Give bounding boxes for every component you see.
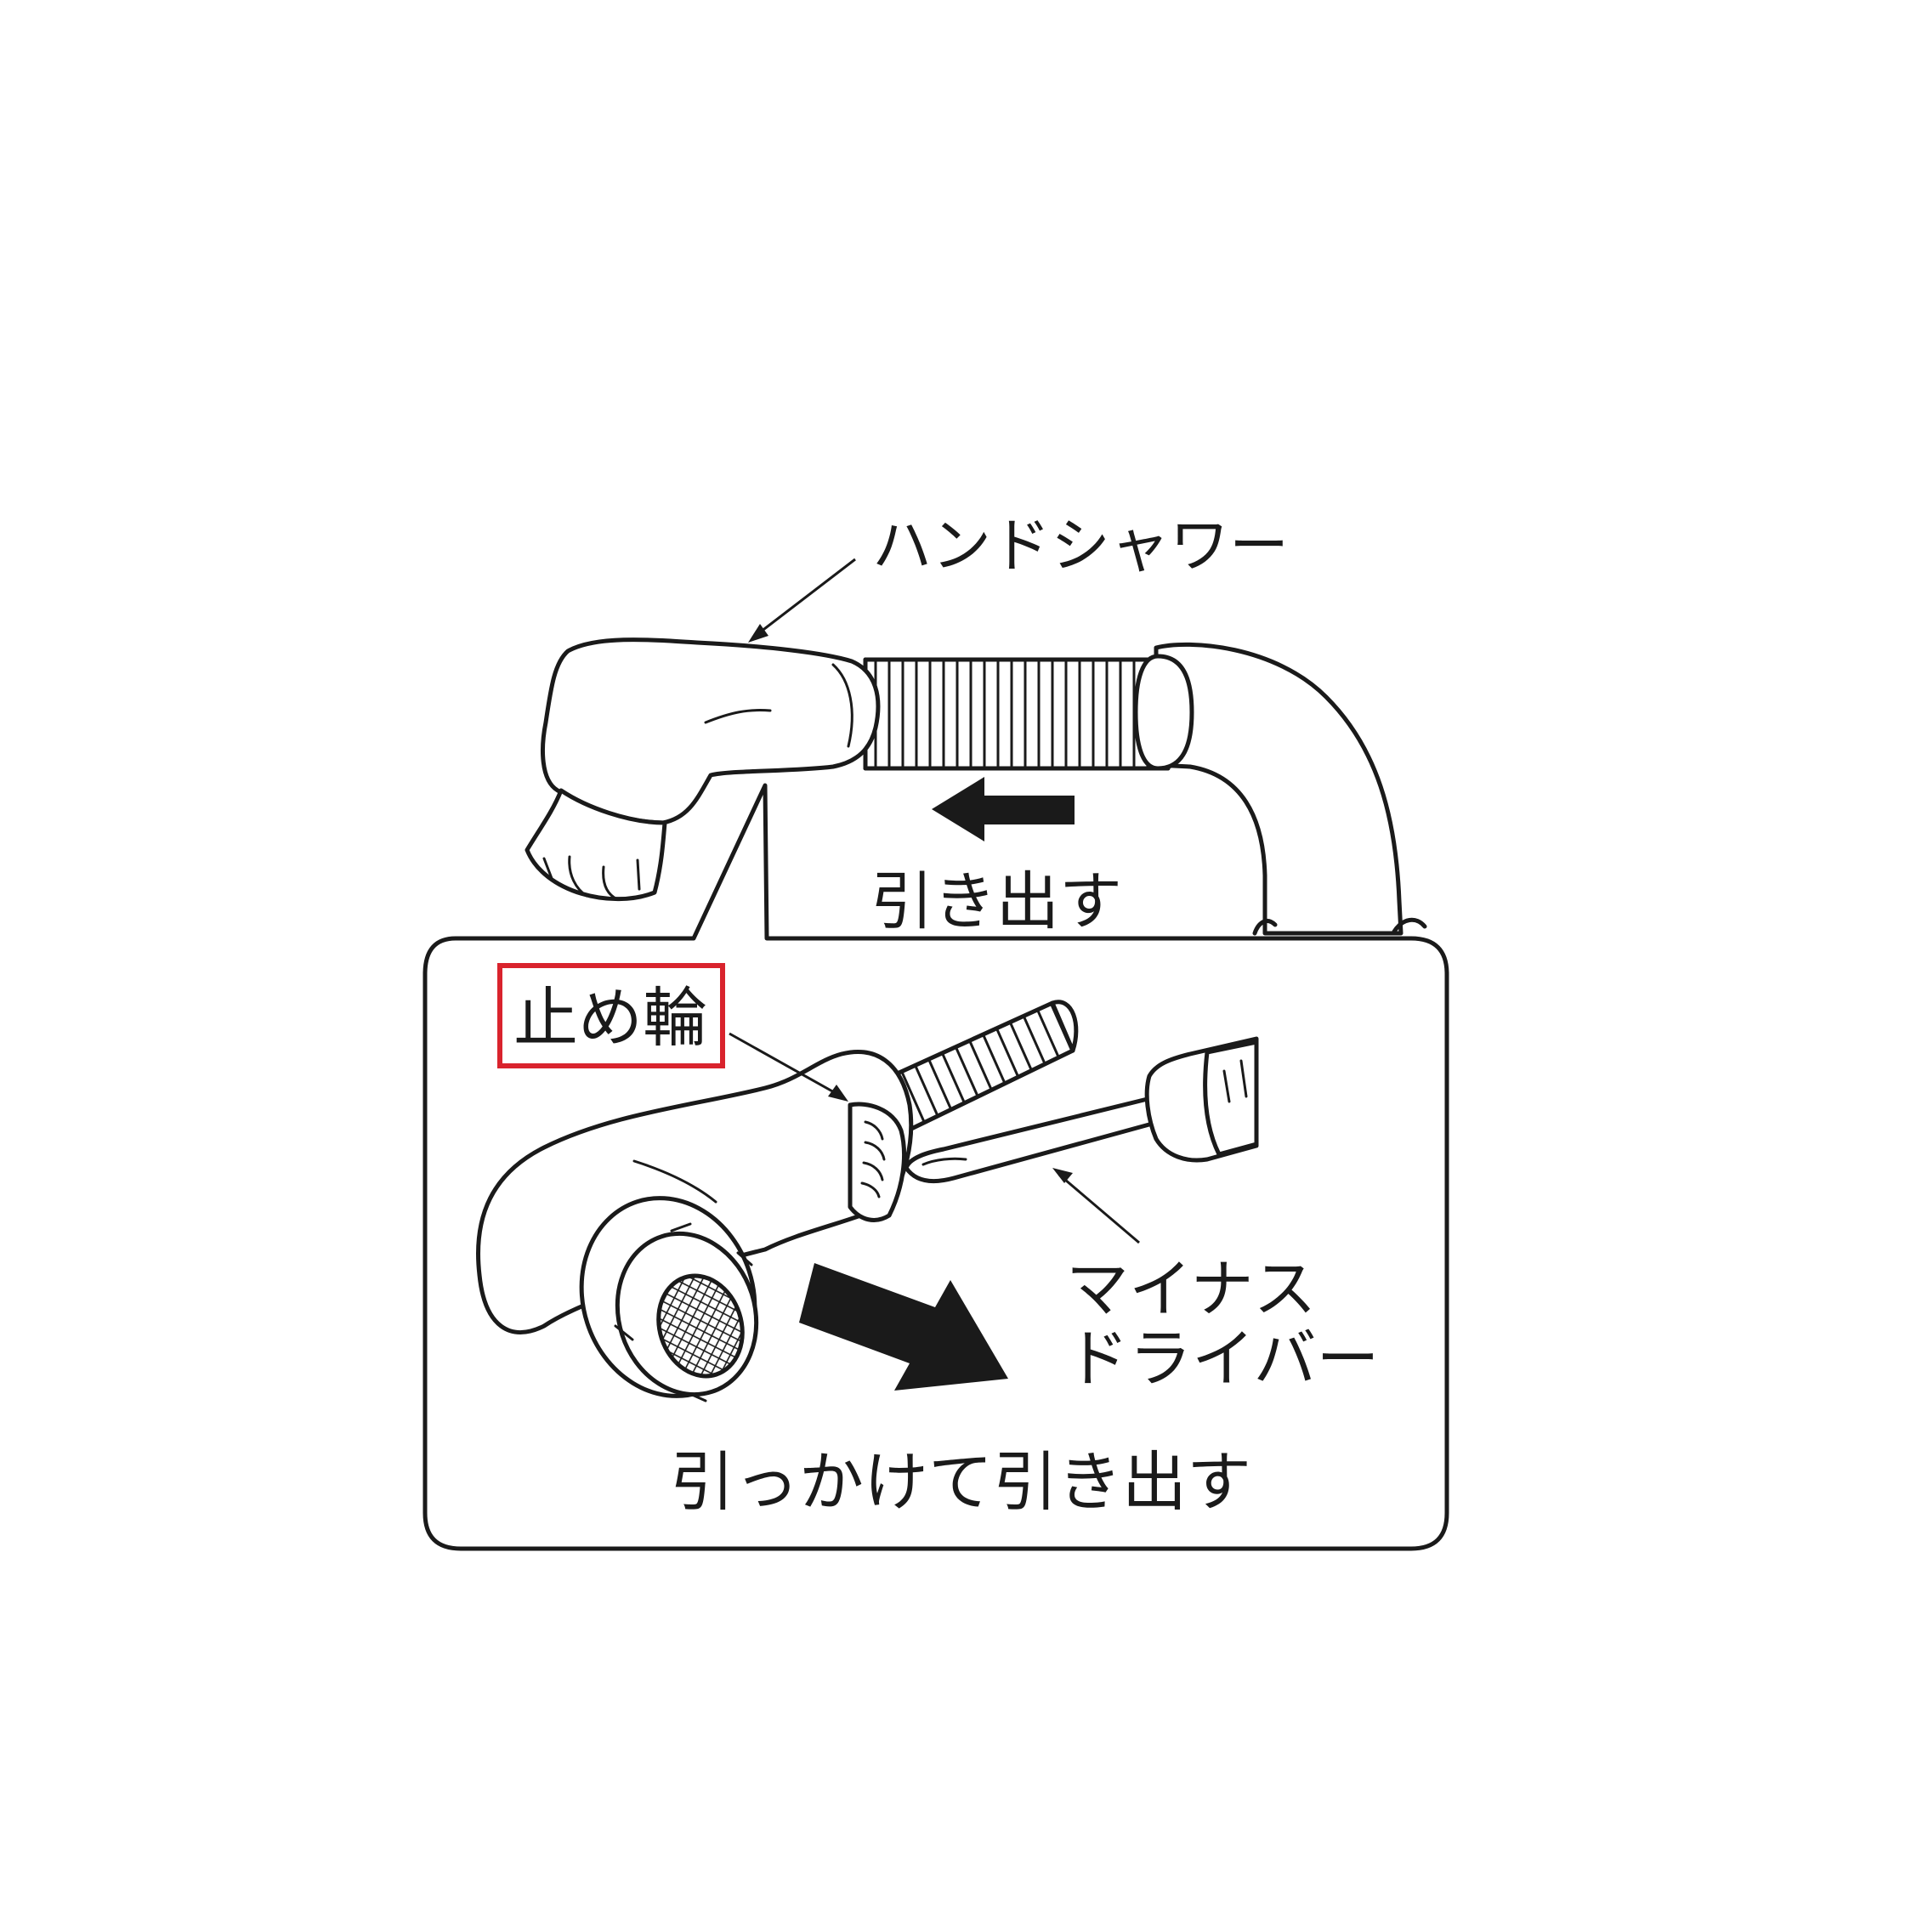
screwdriver-label-line1: マイナス [1066, 1253, 1317, 1326]
retaining-ring-callout: 止め輪 [497, 963, 848, 1102]
screwdriver-label-line2: ドライバー [1066, 1323, 1380, 1396]
arrow-left-icon [932, 777, 1075, 841]
screwdriver-grip [1203, 1040, 1259, 1157]
inset-head-highlight [632, 1159, 717, 1204]
hook-and-pull-label: 引っかけて引き出す [670, 1444, 1251, 1520]
nozzle-ridges [542, 855, 641, 901]
ring-ridges [860, 1120, 886, 1198]
extension-hose [863, 657, 1171, 771]
faucet-base [1252, 917, 1427, 936]
shower-head-seam [831, 663, 853, 748]
inset-illustration [476, 1000, 1259, 1402]
pull-out-label-top: 引き出す [870, 865, 1122, 938]
screwdriver-callout: マイナス ドライバー [1052, 1168, 1380, 1396]
hand-shower-callout: ハンドシャワー [748, 511, 1289, 643]
retaining-ring [848, 1102, 907, 1222]
faucet-spout-body [1154, 642, 1403, 936]
shower-head-highlight [704, 709, 772, 724]
aerator-mesh [656, 1273, 745, 1379]
arrow-down-right-icon [799, 1263, 1008, 1391]
shower-nozzle [525, 788, 667, 902]
flathead-screwdriver [904, 1036, 1259, 1184]
hand-shower-label: ハンドシャワー [872, 511, 1289, 581]
faucet-top [525, 637, 1427, 936]
retaining-ring-highlight-box [497, 963, 725, 1068]
hose-collar [1133, 654, 1194, 771]
screwdriver-grip-lines [1222, 1059, 1248, 1103]
retaining-ring-label: 止め輪 [513, 980, 707, 1056]
screwdriver-tip-line [921, 1157, 967, 1166]
hand-shower-head [541, 637, 881, 825]
aerator-tabs [614, 1222, 753, 1402]
